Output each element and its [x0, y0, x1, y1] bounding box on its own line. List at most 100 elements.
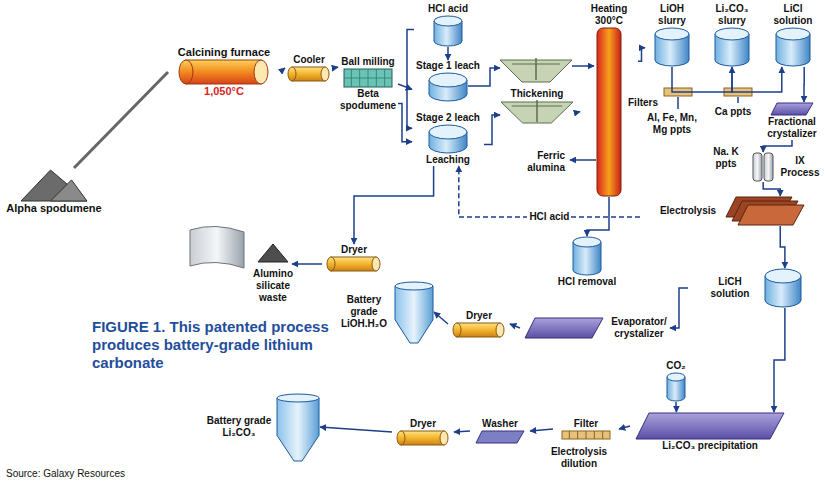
tank-icon: [775, 27, 811, 67]
node-label: CO₂: [666, 360, 685, 372]
flow-line: [292, 263, 322, 265]
tank-icon: [666, 372, 686, 402]
node-label: LiOH slurry: [645, 3, 699, 27]
node-label: LiCH solution: [700, 276, 760, 300]
flow-line: [570, 159, 596, 161]
cooler: Cooler: [285, 54, 333, 82]
flow-line: [510, 324, 520, 328]
node-label: Evaporator/ crystalizer: [608, 316, 670, 340]
node-label: IX Process: [778, 155, 822, 179]
drawing-part: [586, 431, 587, 439]
furnace-icon: [178, 59, 270, 85]
flow-line: [447, 47, 449, 60]
drawing-part: [395, 282, 433, 290]
electrolysis-cell: Electrolysis: [640, 196, 805, 226]
flow-line: [530, 429, 553, 431]
drawing-part: [749, 34, 750, 60]
drawing-part: [476, 431, 524, 443]
drawing-part: [453, 323, 461, 337]
flow-line: [434, 312, 448, 324]
node-label: HCl acid: [428, 3, 468, 15]
node-label: Cooler: [293, 54, 325, 66]
node-label: Calcining furnace: [178, 46, 270, 59]
drawing-part: [395, 286, 433, 343]
figure-caption: FIGURE 1. This patented process produces…: [92, 318, 330, 372]
node-label: Dryer: [410, 418, 436, 430]
solution-tank: LiCl solution: [765, 3, 821, 67]
washer: Washer: [470, 418, 530, 444]
node-label: Li₂CO₃ slurry: [705, 3, 759, 27]
node-label: LiCl solution: [765, 3, 821, 27]
drawing-part: [331, 257, 376, 271]
node-label: Ball milling: [341, 56, 394, 68]
flow-line: [619, 426, 630, 429]
flow-line: [574, 112, 580, 114]
node-label: Electrolysis: [655, 205, 721, 217]
flow-line: [780, 226, 785, 268]
node-label: Washer: [482, 418, 518, 430]
tank-icon: [714, 27, 750, 67]
drawing-part: [512, 106, 562, 107]
product-silo: Battery grade Li₂CO₃: [200, 392, 320, 462]
drawing-part: [801, 276, 802, 300]
node-label: Stage 1 leach: [416, 60, 480, 72]
removal-tank: HCl removal: [556, 236, 618, 288]
evaporator: Evaporator/ crystalizer: [520, 316, 670, 340]
drawing-part: [776, 28, 810, 40]
drawing-part: [602, 431, 603, 439]
process-note: Al, Fe, Mn, Mg ppts: [640, 112, 704, 136]
drawing-part: [601, 242, 602, 270]
flow-line: [407, 29, 414, 128]
precipitate-line: [677, 97, 679, 109]
mill-icon: [343, 68, 393, 88]
drawing-part: [771, 103, 813, 115]
drawing-part: [496, 323, 504, 337]
tank-icon: [764, 268, 802, 308]
drawing-part: [753, 153, 762, 181]
flow-line: [398, 104, 412, 142]
crystalizer: Fractional crystalizer: [762, 102, 822, 140]
flow-line: [398, 84, 412, 89]
drawing-part: [186, 60, 261, 84]
drum-icon: [326, 256, 382, 272]
tank-icon: [428, 72, 468, 102]
node-label: Dryer: [341, 244, 367, 256]
flow-line: [763, 140, 792, 152]
thick-icon: [501, 100, 573, 124]
process-note: Na. K ppts: [704, 146, 748, 170]
flow-line: [454, 431, 470, 432]
process-note: Ca ppts: [712, 106, 754, 118]
gas-tank: CO₂: [656, 360, 696, 402]
node-label: Thickening: [511, 88, 564, 100]
drum-icon: [287, 66, 331, 82]
node-label: Beta spodumene: [338, 88, 398, 112]
node-label: 1,050°C: [204, 85, 244, 98]
drawing-part: [254, 60, 268, 84]
drawing-part: [764, 153, 773, 181]
drawing-part: [738, 205, 804, 225]
drawing-part: [429, 125, 467, 139]
pile-icon: [19, 168, 89, 202]
flow-line: [763, 182, 780, 196]
drawing-part: [51, 180, 88, 201]
para-icon: [524, 317, 604, 339]
node-label: Stage 2 leach: [416, 112, 480, 124]
dryer: Dryer: [322, 244, 386, 272]
drawing-part: [689, 34, 690, 60]
flow-line: [774, 308, 785, 412]
tank-icon: [654, 27, 690, 67]
edge-label: HCl acid: [527, 211, 571, 223]
furnace: Calcining furnace 1,050°C: [168, 46, 280, 98]
drawing-part: [667, 377, 668, 397]
drawing-part: [74, 29, 804, 432]
filt-icon: [561, 430, 611, 440]
drawing-part: [401, 431, 444, 445]
drawing-part: [573, 237, 601, 247]
drawing-part: [810, 34, 811, 60]
flow-line: [638, 48, 645, 61]
flow-line: [74, 72, 168, 168]
ore-pile: Alpha spodumene: [4, 168, 104, 215]
drawing-part: [434, 21, 435, 41]
washer-icon: [475, 430, 525, 444]
